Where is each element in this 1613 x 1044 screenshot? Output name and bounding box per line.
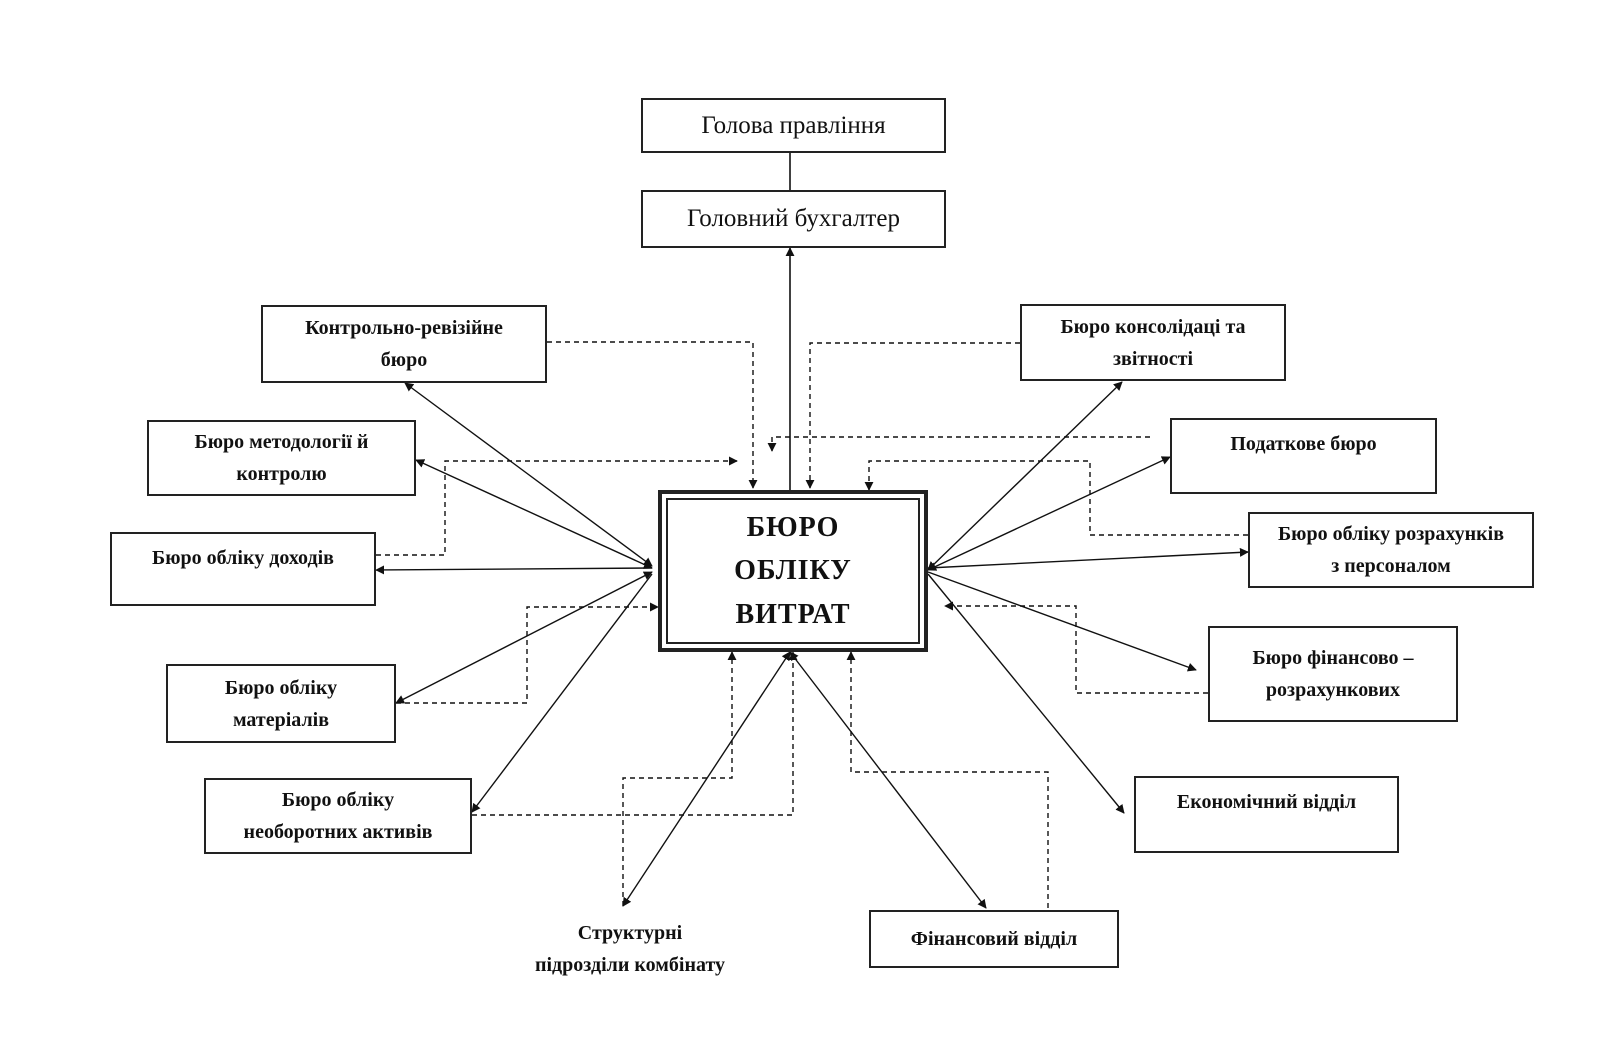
unit-income: Бюро обліку доходів bbox=[110, 532, 376, 606]
unit-finance-line1: Фінансовий відділ bbox=[910, 928, 1078, 950]
unit-methodology: Бюро методології й контролю bbox=[147, 420, 416, 496]
structural-units-label: Структурні підрозділи комбінату bbox=[500, 917, 760, 981]
arrow-center-finance bbox=[789, 651, 987, 909]
unit-personnel-line1: Бюро обліку розрахунків bbox=[1277, 523, 1505, 545]
arrow-center-methodology bbox=[415, 459, 653, 569]
unit-audit-line1: Контрольно-ревізійне bbox=[305, 317, 503, 339]
unit-fin-settlements-line2: розрахункових bbox=[1265, 679, 1401, 701]
chief-accountant-label: Головний бухгалтер bbox=[687, 205, 900, 232]
dashed-fin-settlements-to-center bbox=[944, 601, 1208, 694]
unit-fin-settlements: Бюро фінансово – розрахункових bbox=[1208, 626, 1458, 722]
dashed-finance-to-center bbox=[846, 651, 1049, 908]
unit-fixed-assets: Бюро обліку необоротних активів bbox=[204, 778, 472, 854]
unit-materials-line1: Бюро обліку bbox=[224, 676, 338, 699]
dashed-tax-to-center bbox=[767, 436, 1150, 452]
unit-fixed-assets-line2: необоротних активів bbox=[243, 821, 433, 843]
center-inner: БЮРО ОБЛІКУ ВИТРАТ bbox=[666, 498, 920, 644]
unit-audit-line2: бюро bbox=[380, 349, 428, 371]
arrow-center-audit bbox=[404, 382, 653, 567]
unit-consolidation-line2: звітності bbox=[1113, 347, 1193, 370]
chief-accountant-box: Головний бухгалтер bbox=[641, 190, 946, 248]
dashed-materials-to-center bbox=[396, 602, 659, 704]
unit-finance: Фінансовий відділ bbox=[869, 910, 1119, 968]
unit-personnel-line2: з персоналом bbox=[1331, 555, 1451, 577]
arrow-center-materials bbox=[395, 571, 653, 704]
arrow-center-fixed-assets bbox=[471, 573, 653, 813]
arrow-center-income bbox=[375, 565, 653, 575]
center-box: БЮРО ОБЛІКУ ВИТРАТ bbox=[658, 490, 928, 652]
dashed-fixed-assets-to-center bbox=[472, 651, 798, 816]
arrow-center-consolidation bbox=[927, 381, 1123, 571]
center-line-3: ВИТРАТ bbox=[735, 598, 851, 630]
unit-economic-line1: Економічний відділ bbox=[1176, 791, 1357, 813]
unit-tax: Податкове бюро bbox=[1170, 418, 1437, 494]
dashed-consolidation-to-center bbox=[805, 342, 1020, 489]
unit-fin-settlements-line1: Бюро фінансово – bbox=[1252, 647, 1414, 669]
unit-personnel: Бюро обліку розрахунків з персоналом bbox=[1248, 512, 1534, 588]
unit-materials-line2: матеріалів bbox=[232, 708, 330, 731]
unit-methodology-line1: Бюро методології й bbox=[194, 431, 369, 453]
unit-consolidation-line1: Бюро консолідаці та bbox=[1060, 315, 1246, 338]
arrow-center-fin-settlements bbox=[927, 571, 1197, 672]
head-label: Голова правління bbox=[701, 111, 886, 139]
arrow-center-tax bbox=[927, 456, 1171, 571]
unit-materials: Бюро обліку матеріалів bbox=[166, 664, 396, 743]
dashed-personnel-to-center bbox=[864, 460, 1248, 536]
arrow-center-economic bbox=[927, 573, 1125, 814]
dashed-audit-to-center bbox=[547, 341, 758, 489]
arrow-center-personnel bbox=[927, 547, 1249, 569]
unit-fixed-assets-line1: Бюро обліку bbox=[281, 789, 395, 811]
structural-line1: Структурні bbox=[577, 922, 683, 944]
center-line-1: БЮРО bbox=[746, 511, 840, 543]
arrow-center-structural bbox=[622, 651, 791, 907]
dashed-structural-to-center bbox=[622, 651, 737, 906]
unit-audit: Контрольно-ревізійне бюро bbox=[261, 305, 547, 383]
structural-line2: підрозділи комбінату bbox=[534, 954, 726, 976]
center-line-2: ОБЛІКУ bbox=[734, 555, 852, 587]
head-box: Голова правління bbox=[641, 98, 946, 153]
unit-economic: Економічний відділ bbox=[1134, 776, 1399, 853]
unit-methodology-line2: контролю bbox=[236, 463, 327, 485]
dashed-income-to-methodology bbox=[376, 456, 738, 556]
unit-income-line1: Бюро обліку доходів bbox=[152, 547, 334, 569]
unit-tax-line1: Податкове бюро bbox=[1230, 433, 1377, 455]
unit-consolidation: Бюро консолідаці та звітності bbox=[1020, 304, 1286, 381]
